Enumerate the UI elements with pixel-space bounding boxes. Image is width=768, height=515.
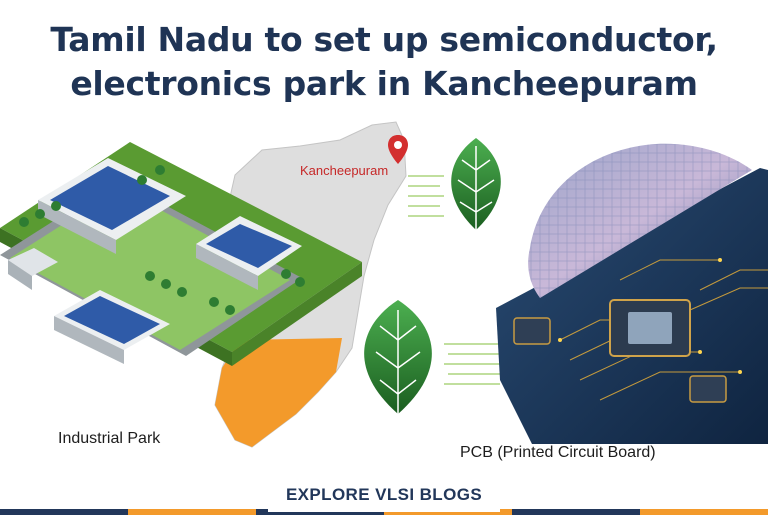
bar-segment: [128, 509, 256, 515]
small-chip: [689, 375, 727, 403]
bottom-color-bar: [0, 509, 768, 515]
map-highlight-region: [215, 338, 342, 447]
pcb-illustration: [496, 168, 768, 444]
bar-segment: [256, 509, 384, 515]
bar-segment: [384, 509, 512, 515]
leaf-icon-bottom: [364, 300, 500, 438]
explore-vlsi-blogs-button[interactable]: EXPLORE VLSI BLOGS: [268, 478, 500, 512]
small-chip: [513, 317, 551, 345]
bar-segment: [0, 509, 128, 515]
map-pin-icon: [388, 135, 408, 164]
industrial-park-label: Industrial Park: [58, 430, 161, 447]
headline-line-2: electronics park in Kancheepuram: [70, 64, 698, 103]
kancheepuram-label: Kancheepuram: [300, 163, 389, 178]
silicon-wafer: [528, 143, 752, 298]
industrial-park-illustration: [0, 142, 362, 366]
bar-segment: [512, 509, 640, 515]
headline-line-1: Tamil Nadu to set up semiconductor,: [50, 20, 718, 59]
pcb-label: PCB (Printed Circuit Board): [460, 444, 656, 461]
headline: Tamil Nadu to set up semiconductor, elec…: [0, 18, 768, 106]
bar-segment: [640, 509, 768, 515]
leaf-icon-top: [408, 138, 501, 246]
